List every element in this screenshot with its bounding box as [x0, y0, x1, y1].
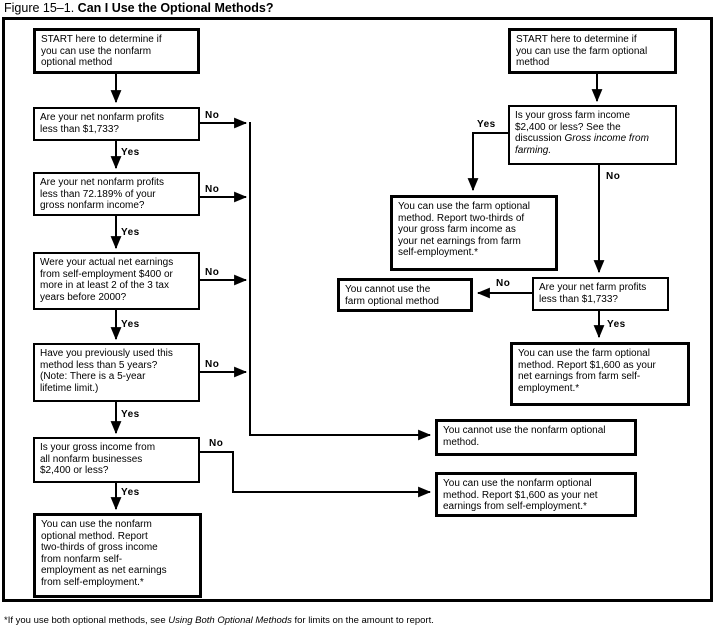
footnote-text-end: for limits on the amount to report. [291, 615, 434, 626]
farm-result-cannot-use: You cannot use the farm optional method [337, 278, 473, 312]
footnote-text-start: *If you use both optional methods, see [4, 615, 169, 626]
no-label: No [209, 438, 224, 449]
nonfarm-question-72-percent: Are your net nonfarm profits less than 7… [33, 172, 200, 216]
chart-frame [2, 17, 713, 602]
no-label: No [205, 267, 220, 278]
no-label: No [205, 359, 220, 370]
no-label: No [205, 184, 220, 195]
yes-label: Yes [121, 319, 140, 330]
farm-result-1600: You can use the farm optional method. Re… [510, 342, 690, 406]
footnote-reference: Using Both Optional Methods [168, 615, 292, 626]
figure-heading: Can I Use the Optional Methods? [77, 1, 274, 15]
nonfarm-start-box: START here to determine if you can use t… [33, 28, 200, 74]
yes-label: Yes [477, 119, 496, 130]
no-label: No [205, 110, 220, 121]
nonfarm-result-cannot-use: You cannot use the nonfarm optional meth… [435, 419, 637, 456]
nonfarm-question-used-5-years: Have you previously used this method les… [33, 343, 200, 402]
farm-question-gross-income-reference: Gross income from farming. [515, 133, 649, 156]
yes-label: Yes [121, 227, 140, 238]
nonfarm-result-two-thirds: You can use the nonfarm optional method.… [33, 513, 202, 598]
farm-question-gross-income-text: Is your gross farm income $2,400 or less… [515, 110, 631, 144]
yes-label: Yes [121, 147, 140, 158]
farm-start-box: START here to determine if you can use t… [508, 28, 677, 74]
nonfarm-question-400-earnings: Were your actual net earnings from self-… [33, 252, 200, 310]
nonfarm-question-net-profits: Are your net nonfarm profits less than $… [33, 107, 200, 141]
farm-question-net-profits: Are your net farm profits less than $1,7… [532, 277, 669, 311]
no-label: No [496, 278, 511, 289]
nonfarm-question-gross-income: Is your gross income from all nonfarm bu… [33, 437, 200, 483]
no-label: No [606, 171, 621, 182]
nonfarm-result-1600: You can use the nonfarm optional method.… [435, 472, 637, 517]
yes-label: Yes [607, 319, 626, 330]
farm-result-two-thirds: You can use the farm optional method. Re… [390, 195, 558, 271]
yes-label: Yes [121, 487, 140, 498]
footnote: *If you use both optional methods, see U… [4, 615, 434, 626]
yes-label: Yes [121, 409, 140, 420]
figure-number: Figure 15–1. [4, 1, 75, 15]
farm-question-gross-income: Is your gross farm income $2,400 or less… [508, 105, 677, 165]
figure-title: Figure 15–1. Can I Use the Optional Meth… [4, 1, 274, 15]
